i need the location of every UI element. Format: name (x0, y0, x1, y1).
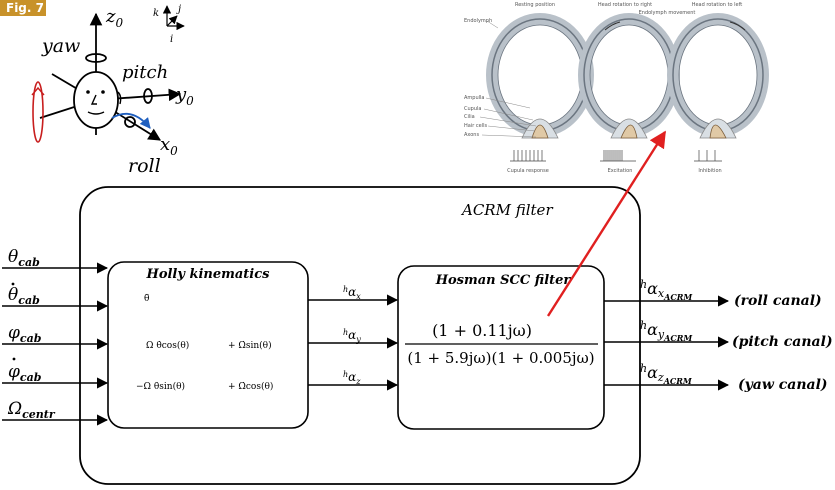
yaw-red-loop (32, 81, 44, 143)
label-axons: Axons (464, 132, 479, 138)
roll-label: roll (128, 155, 161, 177)
mid-label-alpha-x: hαx (343, 285, 361, 301)
header-endolymph: Endolymph movement (639, 10, 696, 16)
label-cupula: Cupula (464, 106, 481, 112)
input-label-phi: φcab (8, 323, 42, 345)
out-label-roll-canal: (roll canal) (734, 293, 822, 309)
holly-row-2b: + Ω̇sin(θ) (228, 340, 272, 351)
acrm-title: ACRM filter (460, 201, 553, 219)
yaw-rotation-ring (85, 53, 107, 63)
header-rot-left: Head rotation to left (692, 2, 743, 8)
hosman-title: Hosman SCC filter (435, 273, 572, 288)
mid-label-alpha-y: hαy (343, 328, 361, 344)
input-arrows (2, 262, 109, 426)
holly-row-3a: −Ω θ̇sin(θ) (136, 381, 185, 392)
acrm-filter-box (79, 186, 641, 485)
pitch-rotation-ring (143, 88, 153, 104)
roll-direction-arrow (111, 112, 151, 129)
frame-i-label: i (170, 34, 173, 45)
x0-label: x0 (160, 134, 178, 158)
figure-tag: Fig. 7 (0, 0, 46, 16)
y0-label: y0 (175, 84, 194, 108)
label-cilia: Cilia (464, 114, 475, 120)
hosman-filter-box (397, 265, 605, 430)
label-ampulla: Ampulla (464, 95, 484, 101)
hosman-numerator: (1 + 0.11jω) (432, 321, 532, 340)
label-endolymph: Endolymph (464, 18, 492, 24)
caption-excitation: Excitation (608, 168, 633, 174)
pitch-label: pitch (122, 62, 168, 83)
header-resting: Resting position (515, 2, 555, 8)
frame-k-label: k (153, 8, 159, 19)
out-label-alpha-y-acrm: hαyACRM (640, 319, 693, 343)
middle-arrows (308, 294, 399, 391)
z0-label: z0 (105, 6, 123, 30)
hosman-denominator: (1 + 5.9jω)(1 + 0.005jω) (407, 349, 594, 367)
output-arrows (604, 295, 730, 391)
reference-frame (162, 5, 185, 31)
holly-row-2a: Ω θ̇cos(θ) (146, 340, 189, 351)
holly-kinematics-box (107, 261, 309, 429)
out-label-yaw-canal: (yaw canal) (738, 377, 828, 393)
canal-illustration: Resting position Head rotation to right … (464, 2, 769, 174)
header-rot-right: Head rotation to right (598, 2, 652, 8)
input-label-omega: Ωcentr (7, 399, 56, 421)
frame-j-label: j (176, 4, 181, 15)
holly-row-1: θ̈ (144, 294, 149, 304)
mid-label-alpha-z: hαz (343, 370, 361, 386)
caption-cupula-response: Cupula response (507, 168, 549, 174)
roll-rotation-ring (124, 116, 136, 128)
out-label-alpha-z-acrm: hαzACRM (640, 362, 693, 386)
holly-title: Holly kinematics (146, 267, 271, 282)
input-label-theta-dot: θcab (8, 285, 40, 307)
out-label-pitch-canal: (pitch canal) (732, 334, 833, 350)
input-label-theta: θcab (8, 247, 40, 269)
holly-row-3b: + Ω̇cos(θ) (228, 381, 273, 392)
out-label-alpha-x-acrm: hαxACRM (640, 278, 693, 302)
head-labels: yaw z0 pitch y0 x0 roll (41, 6, 194, 177)
head-sketch (31, 12, 182, 143)
input-label-phi-dot: φcab (8, 362, 42, 384)
head-outline (73, 71, 119, 129)
caption-inhibition: Inhibition (698, 168, 721, 174)
label-hair-cells: Hair cells (464, 123, 487, 129)
yaw-label: yaw (41, 35, 80, 57)
red-link-arrow (546, 130, 667, 317)
